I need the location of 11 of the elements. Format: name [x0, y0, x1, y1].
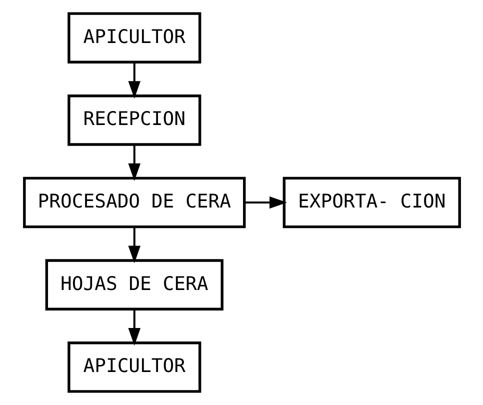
- node-box: PROCESADO DE CERA: [22, 176, 246, 228]
- arrow: [128, 62, 140, 99]
- node-box: EXPORTA- CION: [282, 176, 460, 228]
- node-box: APICULTOR: [67, 342, 201, 393]
- node-box: HOJAS DE CERA: [44, 259, 223, 310]
- arrow: [128, 226, 140, 264]
- arrow: [128, 144, 140, 181]
- arrow: [244, 196, 287, 209]
- arrow: [128, 309, 140, 346]
- node-box: APICULTOR: [67, 12, 201, 64]
- node-box: RECEPCION: [67, 94, 201, 146]
